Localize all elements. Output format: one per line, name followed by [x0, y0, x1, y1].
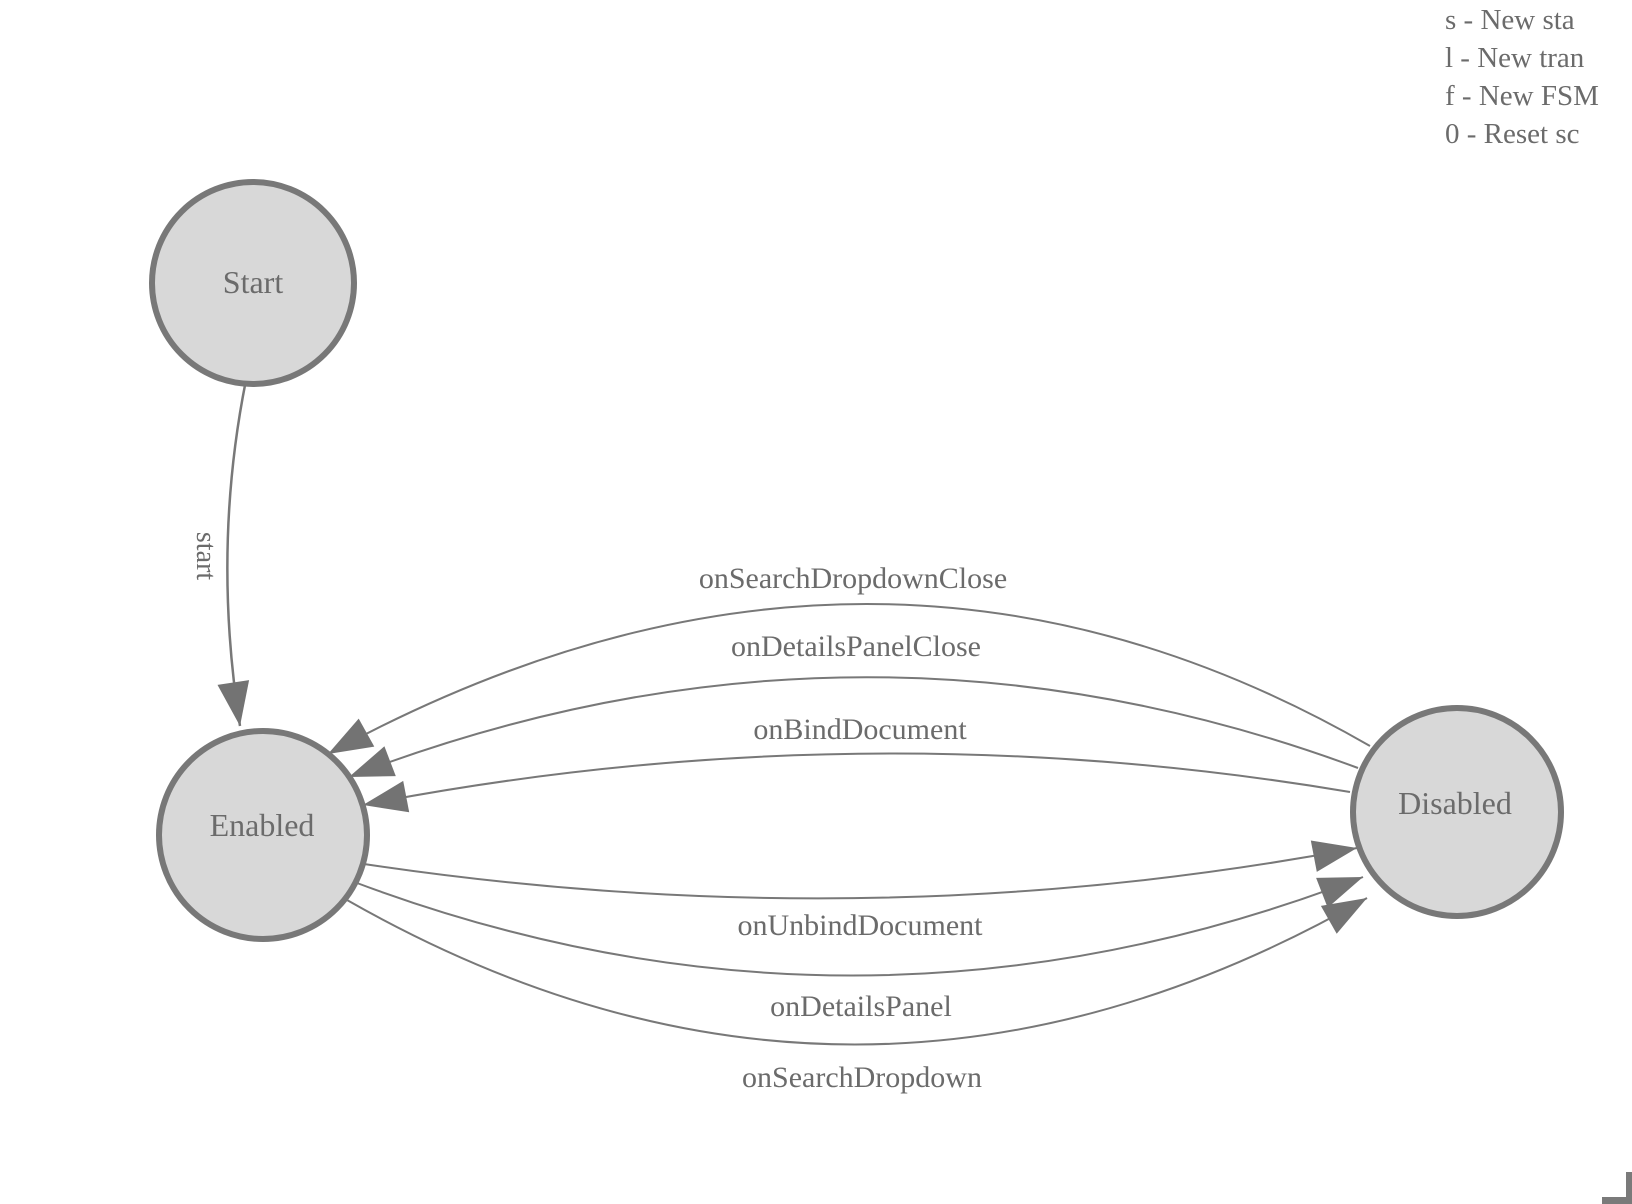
canvas-corner-horizontal-bar [1602, 1197, 1632, 1204]
state-node-start[interactable] [149, 179, 357, 387]
legend-line-new-state: s - New sta [1445, 4, 1575, 36]
canvas-corner-handle[interactable] [1602, 1172, 1632, 1204]
edge-onDetailsPanelClose[interactable] [348, 676, 1359, 778]
edge-label-onUnbindDocument: onUnbindDocument [738, 909, 984, 942]
edge-onSearchDropdownClose[interactable] [327, 603, 1371, 755]
edge-start[interactable] [226, 379, 248, 727]
edge-label-onSearchDropdown: onSearchDropdown [742, 1061, 982, 1094]
edge-label-onDetailsPanelClose: onDetailsPanelClose [731, 630, 981, 663]
edge-label-onSearchDropdownClose: onSearchDropdownClose [699, 562, 1007, 595]
arrowhead-onBindDocument [363, 780, 410, 813]
edge-label-onBindDocument: onBindDocument [753, 713, 967, 746]
arrowhead-onDetailsPanelClose [349, 746, 396, 777]
arrowhead-onSearchDropdownClose [328, 718, 375, 754]
edge-onUnbindDocument[interactable] [363, 847, 1358, 900]
edge-onDetailsPanel[interactable] [356, 876, 1364, 977]
arrowhead-onUnbindDocument [1310, 840, 1357, 872]
state-node-enabled[interactable] [156, 728, 370, 942]
state-label-disabled: Disabled [1398, 785, 1512, 821]
edge-label-onDetailsPanel: onDetailsPanel [770, 990, 952, 1023]
legend-line-reset-scale: 0 - Reset sc [1445, 118, 1580, 150]
shortcut-legend: s - New sta l - New tran f - New FSM 0 -… [1445, 1, 1599, 153]
edge-onSearchDropdown[interactable] [346, 897, 1368, 1046]
arrowhead-start-to-enabled [217, 680, 250, 726]
legend-line-new-transition: l - New tran [1445, 42, 1585, 74]
canvas-corner-vertical-bar [1626, 1172, 1632, 1204]
arrowhead-onDetailsPanel [1316, 877, 1363, 908]
state-node-disabled[interactable] [1350, 705, 1564, 919]
state-label-start: Start [223, 264, 284, 300]
edge-label-start: start [190, 532, 221, 580]
edge-onBindDocument[interactable] [362, 752, 1351, 806]
arrowhead-onSearchDropdown [1320, 898, 1367, 934]
legend-line-new-fsm: f - New FSM [1445, 80, 1599, 112]
state-label-enabled: Enabled [210, 807, 315, 843]
